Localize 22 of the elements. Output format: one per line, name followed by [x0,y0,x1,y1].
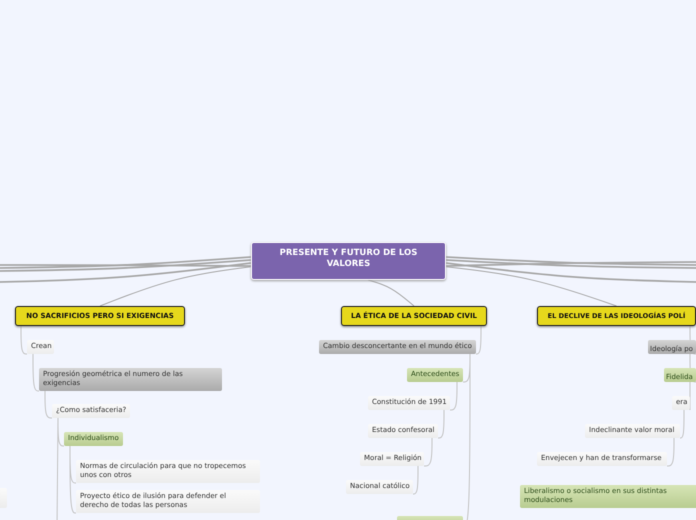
connector-line [412,466,418,494]
connector-line [368,280,414,306]
connector-line [44,390,52,418]
connector-line [446,262,696,283]
connector-line [666,438,674,466]
connector-line [20,326,28,354]
connector-line [680,410,684,438]
connector-line [70,446,76,514]
connector-line [476,326,482,354]
connector-line [424,438,432,466]
connector-line [0,264,251,267]
connector-line [0,262,252,283]
central-topic: PRESENTE Y FUTURO DE LOS VALORES [251,242,446,280]
connector-line [0,259,252,272]
connector-line [450,382,458,410]
connector-line [446,256,696,266]
connector-line [56,418,58,520]
connector-line [438,410,444,438]
connector-line [32,354,40,392]
connector-line [100,266,252,306]
connector-line [0,256,252,269]
connector-line [446,266,617,306]
